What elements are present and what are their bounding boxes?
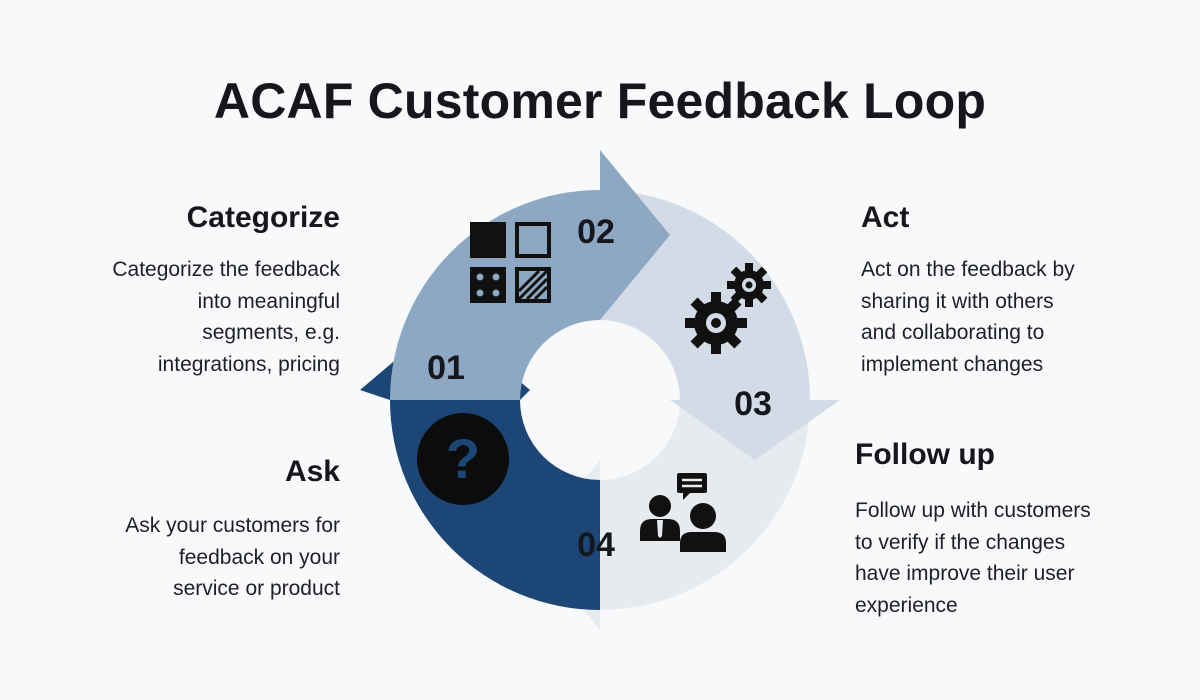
step-number-04: 04 <box>577 526 615 564</box>
step-ask: Ask Ask your customers for feedback on y… <box>40 454 340 605</box>
step-heading-categorize: Categorize <box>186 201 340 234</box>
segment-02-arrow <box>390 150 670 400</box>
page-title: ACAF Customer Feedback Loop <box>213 73 987 129</box>
step-categorize: Categorize Categorize the feedback into … <box>40 200 340 380</box>
step-description-act: Act on the feedback by sharing it with o… <box>861 258 1075 376</box>
step-heading-follow-up: Follow up <box>855 438 995 471</box>
step-heading-ask: Ask <box>284 455 340 488</box>
people-chat-icon <box>640 473 726 552</box>
step-description-categorize: Categorize the feedback into meaningful … <box>112 258 340 376</box>
step-act: Act Act on the feedback by sharing it wi… <box>861 200 1161 380</box>
step-description-ask: Ask your customers for feedback on your … <box>125 514 340 600</box>
gears-icon <box>685 263 771 354</box>
svg-text:?: ? <box>446 427 480 490</box>
step-description-follow-up: Follow up with customers to verify if th… <box>855 499 1091 617</box>
step-heading-act: Act <box>861 201 910 234</box>
step-number-01: 01 <box>427 349 465 387</box>
step-number-02: 02 <box>577 213 615 251</box>
question-icon: ? <box>417 413 509 505</box>
grid-icon <box>470 222 551 303</box>
step-follow-up: Follow up Follow up with customers to ve… <box>855 437 1175 621</box>
step-number-03: 03 <box>734 385 772 423</box>
